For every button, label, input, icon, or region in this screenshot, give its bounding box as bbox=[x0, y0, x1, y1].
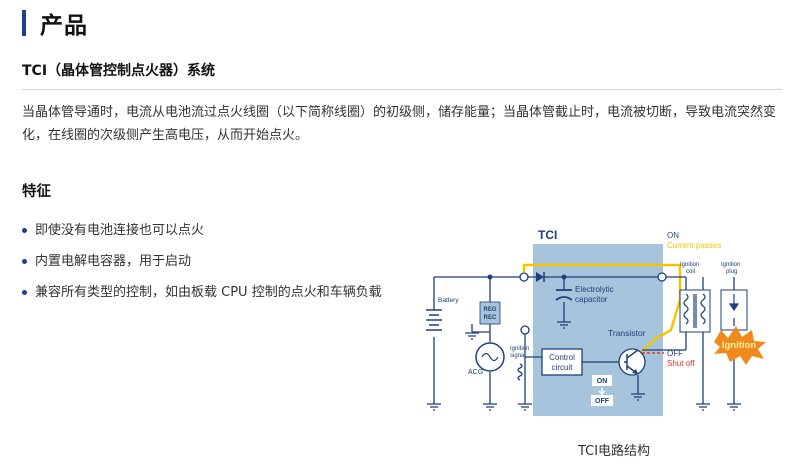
terminal-icon bbox=[520, 325, 530, 335]
feature-item: 兼容所有类型的控制，如由板载 CPU 控制的点火和车辆负载 bbox=[22, 282, 392, 303]
coil-winding-icon bbox=[683, 293, 689, 325]
ground-icon bbox=[557, 321, 571, 329]
ignition-signal-label-2: signal bbox=[510, 353, 526, 359]
switch-off-box bbox=[591, 395, 613, 406]
capacitor-icon bbox=[555, 289, 573, 301]
switch-on-box bbox=[592, 375, 612, 386]
spark-plug-icon bbox=[728, 294, 740, 326]
section-divider bbox=[22, 89, 782, 90]
off-label: OFF bbox=[667, 349, 683, 358]
ignition-coil-label: Ignition bbox=[680, 262, 699, 268]
bullet-icon bbox=[22, 290, 27, 295]
electrolytic-label: Electrolytic bbox=[575, 285, 614, 294]
coil-winding-icon bbox=[700, 293, 706, 325]
ignition-signal-label: Ignition bbox=[510, 346, 529, 352]
emitter-arrow-icon bbox=[632, 369, 638, 374]
switch-off-label: OFF bbox=[595, 398, 610, 405]
feature-text: 即使没有电池连接也可以点火 bbox=[35, 223, 205, 238]
terminal-icon bbox=[519, 272, 529, 282]
circuit-label: circuit bbox=[552, 363, 574, 372]
ground-icon bbox=[427, 403, 441, 411]
ground-icon bbox=[631, 393, 645, 401]
ground-icon bbox=[465, 332, 479, 340]
transistor-icon bbox=[618, 348, 646, 376]
battery-label: Battery bbox=[438, 297, 459, 304]
capacitor-label: capacitor bbox=[575, 295, 608, 304]
ground-icon bbox=[483, 403, 497, 411]
arrow-down-icon bbox=[598, 388, 606, 396]
diagram-caption: TCI电路结构 bbox=[577, 444, 651, 459]
header-accent-bar bbox=[22, 10, 26, 36]
pickup-coil-icon bbox=[517, 363, 523, 381]
ground-icon bbox=[518, 403, 532, 411]
ground-icon bbox=[696, 403, 710, 411]
feature-item: 内置电解电容器，用于启动 bbox=[22, 251, 392, 272]
reg-label: REG bbox=[483, 307, 496, 313]
junction-dot bbox=[487, 274, 493, 280]
feature-list: 即使没有电池连接也可以点火 内置电解电容器，用于启动 兼容所有类型的控制，如由板… bbox=[22, 220, 392, 313]
reg-rec-box bbox=[479, 301, 501, 325]
features-heading: 特征 bbox=[22, 184, 51, 200]
acg-label: ACG bbox=[468, 369, 483, 376]
bullet-icon bbox=[22, 259, 27, 264]
switch-on-label: ON bbox=[597, 378, 608, 385]
page-title: 产品 bbox=[40, 13, 88, 39]
control-label: Control bbox=[549, 353, 575, 362]
current-passes-label: Current passes bbox=[667, 241, 721, 250]
coil-label: coil bbox=[686, 269, 695, 275]
feature-text: 内置电解电容器，用于启动 bbox=[35, 254, 192, 269]
tci-label: TCI bbox=[538, 228, 557, 242]
tci-circuit-diagram: TCI Battery bbox=[426, 228, 766, 416]
on-label: ON bbox=[667, 231, 679, 240]
terminal-icon bbox=[657, 272, 667, 282]
feature-item: 即使没有电池连接也可以点火 bbox=[22, 220, 392, 241]
plug-label: plug bbox=[726, 269, 737, 275]
ground-icon bbox=[727, 403, 741, 411]
ignition-plug-label: Ignition bbox=[721, 262, 740, 268]
transistor-label: Transistor bbox=[608, 328, 646, 338]
feature-text: 兼容所有类型的控制，如由板载 CPU 控制的点火和车辆负载 bbox=[35, 285, 382, 300]
section-title: TCI（晶体管控制点火器）系统 bbox=[22, 63, 216, 79]
shut-off-label: Shut off bbox=[667, 359, 695, 368]
page-header: 产品 bbox=[22, 6, 88, 40]
circuit-wires bbox=[433, 276, 735, 404]
junction-dot bbox=[561, 274, 567, 280]
tci-box bbox=[533, 244, 663, 416]
bullet-icon bbox=[22, 228, 27, 233]
acg-wave-icon bbox=[481, 352, 499, 362]
ignition-burst-label: Ignition bbox=[722, 340, 756, 351]
rec-label: REC bbox=[484, 315, 497, 321]
diode-icon bbox=[536, 272, 545, 282]
control-circuit-box bbox=[541, 348, 583, 376]
ignition-burst-icon bbox=[714, 326, 766, 365]
battery-icon bbox=[426, 309, 442, 331]
section-description: 当晶体管导通时，电流从电池流过点火线圈（以下简称线圈）的初级侧，储存能量；当晶体… bbox=[22, 105, 777, 143]
